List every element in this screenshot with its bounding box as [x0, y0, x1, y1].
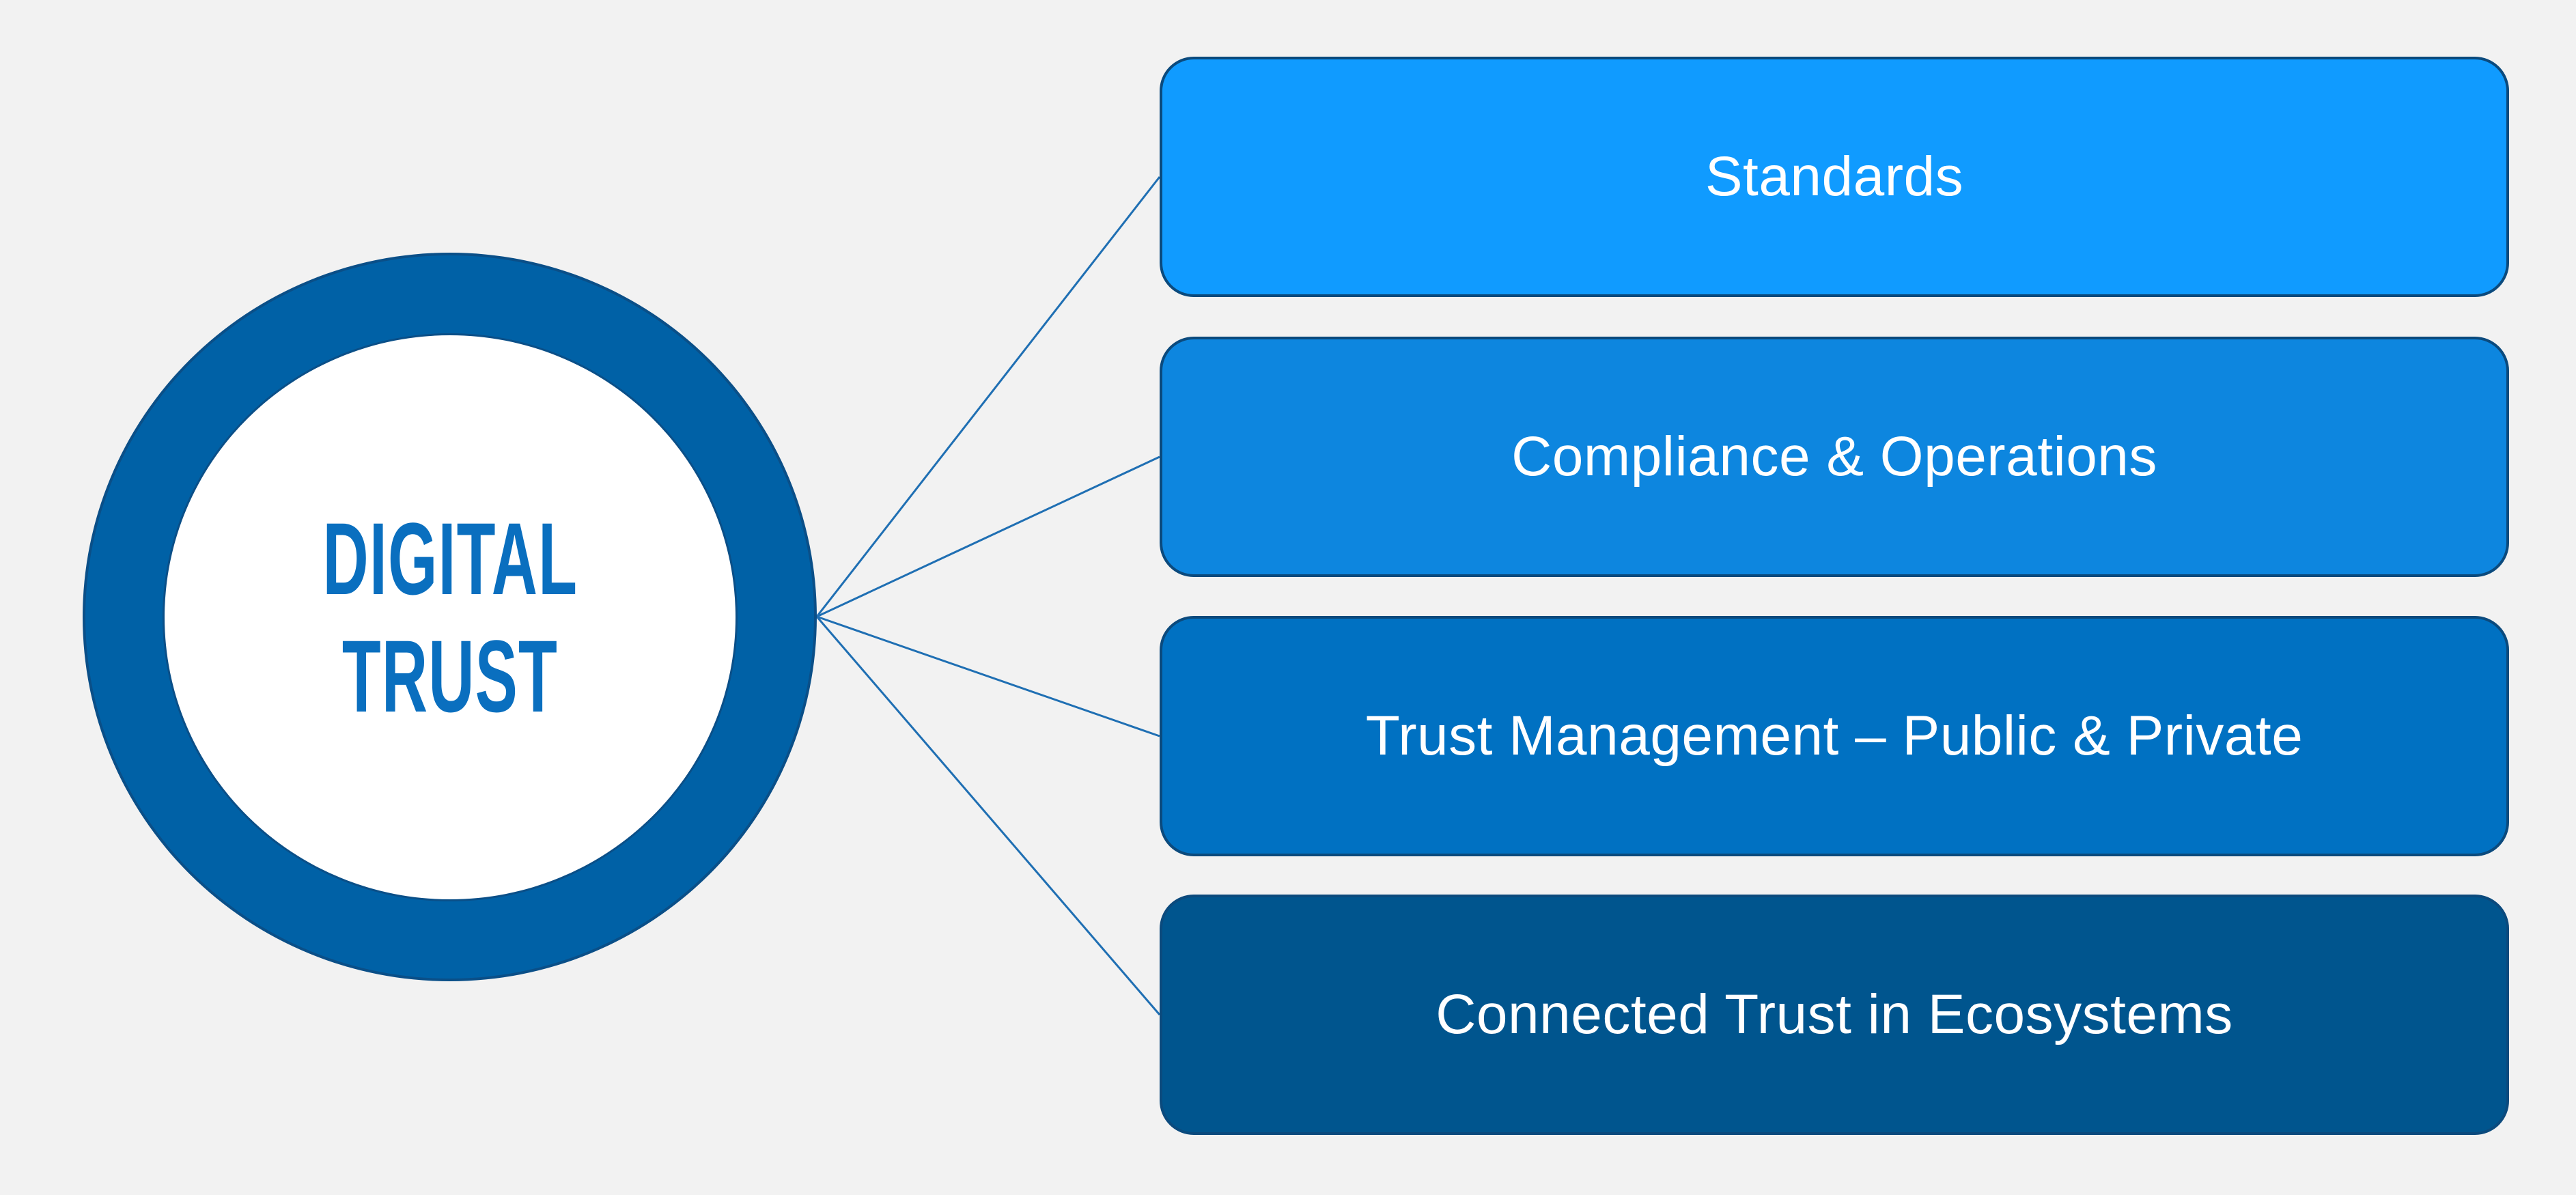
pillar-connected-trust: Connected Trust in Ecosystems: [1160, 895, 2509, 1135]
digital-trust-hub: DIGITAL TRUST: [163, 333, 738, 901]
connector-compliance: [816, 455, 1160, 618]
connector-connected-trust: [815, 616, 1161, 1015]
pillar-label: Connected Trust in Ecosystems: [1436, 983, 2233, 1045]
pillar-label: Compliance & Operations: [1511, 425, 2157, 488]
connector-trust-management: [816, 615, 1160, 737]
pillar-label: Trust Management – Public & Private: [1365, 705, 2304, 767]
pillar-label: Standards: [1705, 145, 1964, 208]
pillar-standards: Standards: [1160, 57, 2509, 297]
hub-title-line-1: DIGITAL: [322, 501, 578, 616]
pillar-trust-management: Trust Management – Public & Private: [1160, 616, 2509, 856]
connector-standards: [815, 176, 1161, 617]
pillar-compliance-operations: Compliance & Operations: [1160, 337, 2509, 577]
hub-title-line-2: TRUST: [341, 619, 559, 733]
